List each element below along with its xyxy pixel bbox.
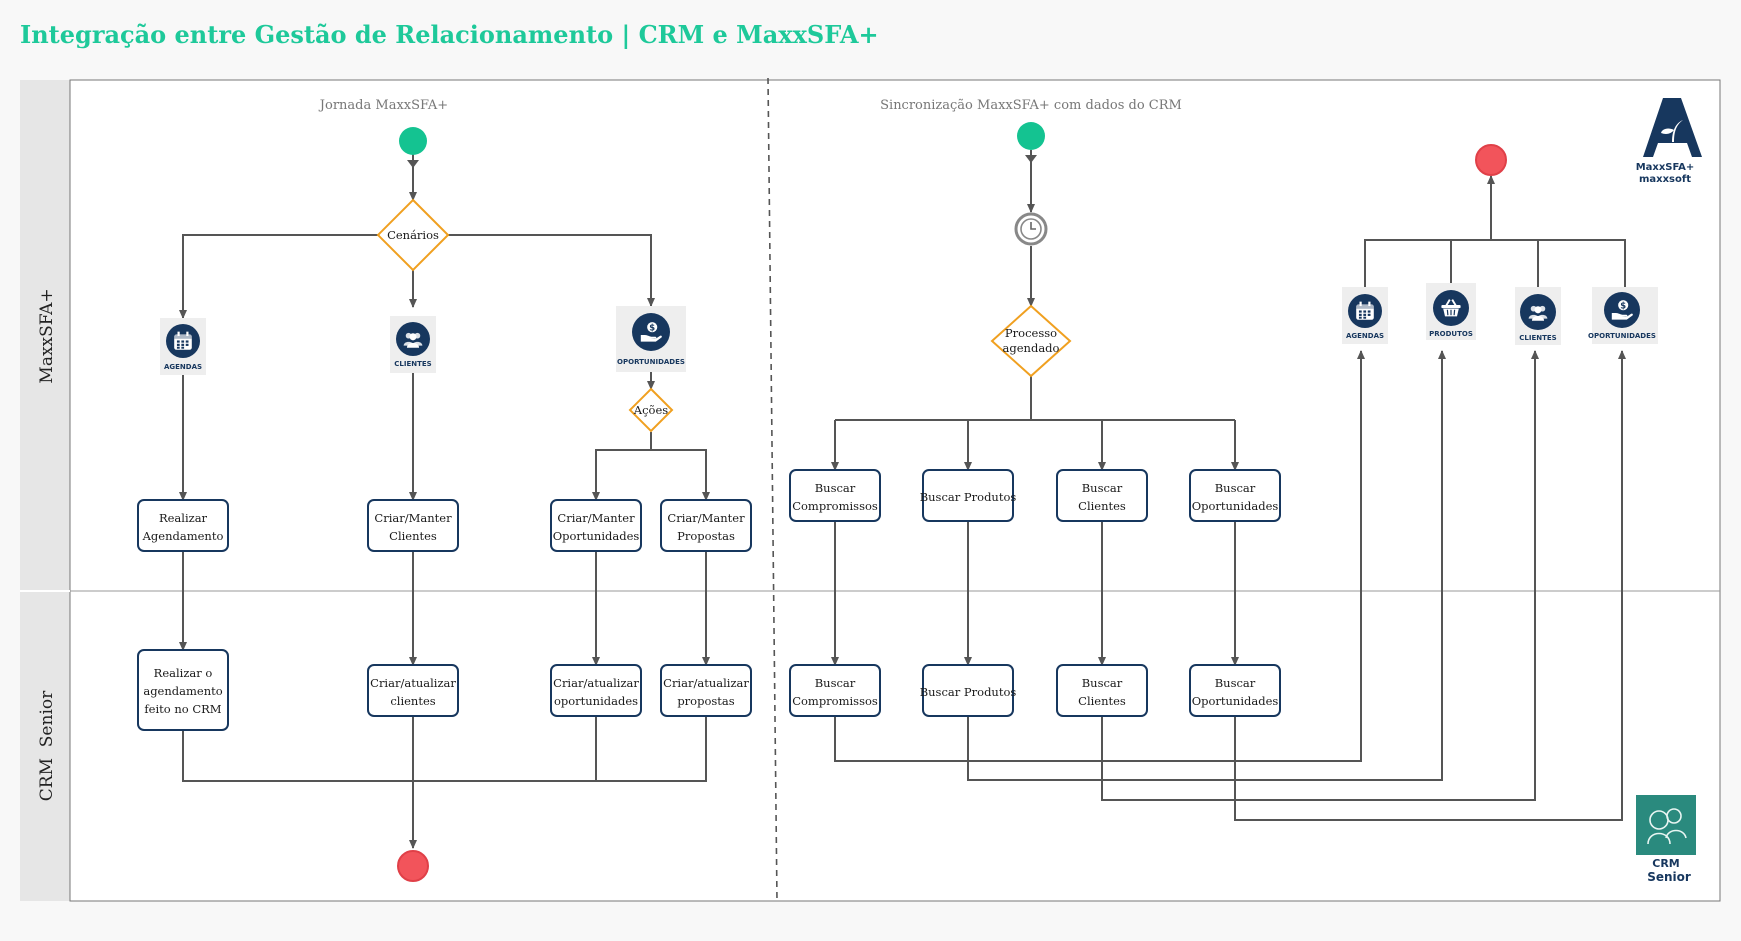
svg-text:oportunidades: oportunidades	[554, 694, 638, 708]
start-event-left	[399, 127, 427, 155]
svg-text:Buscar Produtos: Buscar Produtos	[920, 685, 1017, 699]
svg-text:Buscar: Buscar	[815, 481, 856, 495]
task-buscar-clientes-bottom: Buscar Clientes	[1056, 664, 1148, 717]
svg-text:Buscar: Buscar	[1082, 676, 1123, 690]
svg-text:Cenários: Cenários	[387, 228, 439, 242]
task-criar-atualizar-oportunidades: Criar/atualizar oportunidades	[550, 664, 642, 717]
gateway-cenarios: Cenários	[376, 198, 450, 272]
task-criar-manter-propostas: Criar/Manter Propostas	[660, 499, 752, 552]
svg-text:Realizar o: Realizar o	[154, 666, 213, 680]
svg-text:Agendamento: Agendamento	[142, 529, 224, 543]
task-criar-manter-oportunidades: Criar/Manter Oportunidades	[550, 499, 642, 552]
svg-text:Processo: Processo	[1005, 326, 1057, 340]
right-flows	[831, 150, 1626, 821]
timer-event	[1014, 212, 1048, 246]
svg-text:Clientes: Clientes	[1078, 694, 1126, 708]
task-criar-atualizar-propostas: Criar/atualizar propostas	[660, 664, 752, 717]
icon-clientes-right: CLIENTES	[1515, 287, 1561, 345]
left-section-title: Jornada MaxxSFA+	[318, 98, 448, 113]
svg-text:Clientes: Clientes	[389, 529, 437, 543]
start-arrow-right	[1025, 155, 1037, 163]
svg-text:Propostas: Propostas	[677, 529, 735, 543]
icon-clientes-left: CLIENTES	[390, 316, 436, 373]
svg-text:Oportunidades: Oportunidades	[1192, 499, 1279, 513]
svg-text:CLIENTES: CLIENTES	[1519, 334, 1556, 342]
svg-text:OPORTUNIDADES: OPORTUNIDADES	[1588, 332, 1656, 340]
task-criar-manter-clientes: Criar/Manter Clientes	[367, 499, 459, 552]
svg-text:Criar/atualizar: Criar/atualizar	[663, 676, 749, 690]
icon-produtos-right: PRODUTOS	[1426, 283, 1476, 340]
pool-border	[69, 79, 1721, 902]
task-buscar-produtos-bottom: Buscar Produtos	[920, 664, 1017, 717]
svg-text:feito no CRM: feito no CRM	[144, 702, 221, 716]
svg-text:agendado: agendado	[1003, 341, 1060, 355]
svg-text:Clientes: Clientes	[1078, 499, 1126, 513]
start-arrow-left	[407, 160, 419, 168]
svg-text:Oportunidades: Oportunidades	[1192, 694, 1279, 708]
svg-text:AGENDAS: AGENDAS	[1346, 332, 1384, 340]
icon-agendas-right: AGENDAS	[1342, 287, 1388, 344]
task-buscar-compromissos-bottom: Buscar Compromissos	[789, 664, 881, 717]
svg-text:Realizar: Realizar	[159, 511, 208, 525]
lane-header-column	[20, 80, 70, 901]
crm-senior-logo: CRM Senior	[1636, 795, 1696, 884]
svg-text:Buscar: Buscar	[815, 676, 856, 690]
gateway-acoes: Ações	[628, 387, 674, 433]
svg-text:Buscar: Buscar	[1215, 676, 1256, 690]
svg-text:Ações: Ações	[633, 403, 668, 417]
svg-text:Criar/atualizar: Criar/atualizar	[370, 676, 456, 690]
task-realizar-agendamento-crm: Realizar o agendamento feito no CRM	[137, 649, 229, 731]
end-event-right	[1475, 144, 1507, 176]
icon-oportunidades-right: OPORTUNIDADES	[1588, 287, 1658, 344]
svg-text:Oportunidades: Oportunidades	[553, 529, 640, 543]
page-title: Integração entre Gestão de Relacionament…	[20, 20, 879, 49]
svg-text:clientes: clientes	[390, 694, 435, 708]
svg-text:OPORTUNIDADES: OPORTUNIDADES	[617, 358, 685, 366]
task-buscar-oportunidades-top: Buscar Oportunidades	[1189, 469, 1281, 522]
section-divider	[767, 77, 778, 902]
lane-label-maxxsfa: MaxxSFA+	[37, 288, 57, 383]
maxxsfa-logo: MaxxSFA+ maxxsoft	[1636, 98, 1702, 185]
svg-text:CRM: CRM	[1652, 857, 1680, 870]
right-section-title: Sincronização MaxxSFA+ com dados do CRM	[880, 98, 1182, 113]
icon-oportunidades-left: OPORTUNIDADES	[616, 306, 686, 372]
end-event-left	[397, 850, 429, 882]
icon-agendas-left: AGENDAS	[160, 318, 206, 375]
svg-text:Criar/Manter: Criar/Manter	[667, 511, 745, 525]
svg-text:Senior: Senior	[1647, 870, 1691, 884]
task-criar-atualizar-clientes: Criar/atualizar clientes	[367, 664, 459, 717]
svg-text:agendamento: agendamento	[143, 684, 222, 698]
svg-text:PRODUTOS: PRODUTOS	[1429, 330, 1473, 338]
lane-label-crm-senior: CRM Senior	[37, 690, 57, 801]
start-event-right	[1017, 122, 1045, 150]
task-buscar-compromissos-top: Buscar Compromissos	[789, 469, 881, 522]
task-buscar-produtos-top: Buscar Produtos	[920, 469, 1017, 522]
svg-text:Compromissos: Compromissos	[792, 694, 878, 708]
task-buscar-oportunidades-bottom: Buscar Oportunidades	[1189, 664, 1281, 717]
svg-text:maxxsoft: maxxsoft	[1639, 174, 1691, 185]
svg-text:Criar/atualizar: Criar/atualizar	[553, 676, 639, 690]
task-realizar-agendamento: Realizar Agendamento	[137, 499, 229, 552]
svg-text:propostas: propostas	[677, 694, 734, 708]
left-flows	[179, 152, 710, 849]
svg-text:Compromissos: Compromissos	[792, 499, 878, 513]
clock-icon	[1030, 222, 1036, 230]
gateway-processo-agendado: Processo agendado	[990, 304, 1072, 378]
svg-text:Buscar: Buscar	[1215, 481, 1256, 495]
svg-text:Criar/Manter: Criar/Manter	[374, 511, 452, 525]
task-buscar-clientes-top: Buscar Clientes	[1056, 469, 1148, 522]
svg-text:Criar/Manter: Criar/Manter	[557, 511, 635, 525]
svg-text:CLIENTES: CLIENTES	[394, 360, 431, 368]
svg-text:MaxxSFA+: MaxxSFA+	[1636, 162, 1695, 173]
svg-text:AGENDAS: AGENDAS	[164, 363, 202, 371]
svg-text:Buscar: Buscar	[1082, 481, 1123, 495]
svg-text:Buscar Produtos: Buscar Produtos	[920, 490, 1017, 504]
